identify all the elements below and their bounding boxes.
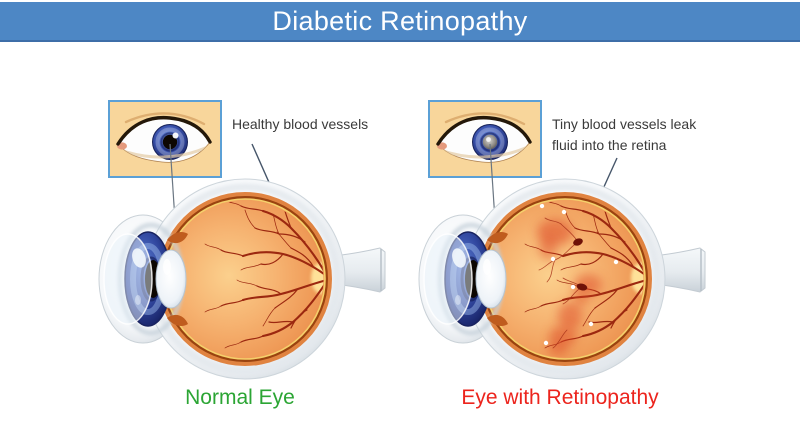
- front-eye-illustration-normal: [110, 102, 220, 176]
- header-bar: Diabetic Retinopathy: [0, 2, 800, 42]
- annotation-healthy-vessels: Healthy blood vessels: [232, 116, 369, 132]
- eyeball-cross-section-normal: [85, 164, 405, 394]
- page-title: Diabetic Retinopathy: [272, 5, 528, 36]
- eyeball-cross-section-retinopathy: [405, 164, 725, 394]
- eye-front-inset-normal: [108, 100, 222, 178]
- caption-normal: Normal Eye: [185, 386, 295, 409]
- panel-retinopathy-eye: Tiny blood vessels leak fluid into the r…: [380, 54, 740, 429]
- panel-normal-eye: Healthy blood vessels: [60, 54, 420, 429]
- caption-retinopathy: Eye with Retinopathy: [461, 386, 659, 409]
- annotation-leaking-vessels: Tiny blood vessels leak fluid into the r…: [552, 116, 697, 153]
